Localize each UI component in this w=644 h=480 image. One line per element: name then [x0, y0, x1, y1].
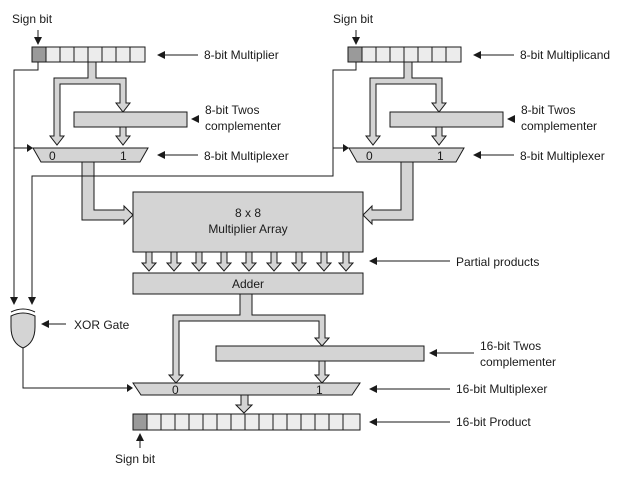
mux16-output-bus — [234, 394, 254, 414]
mux16-in0: 0 — [172, 383, 179, 397]
partial-product-arrows — [140, 251, 355, 272]
mux-right-in1: 1 — [437, 149, 444, 163]
product-register — [132, 413, 361, 431]
array-label-2: Multiplier Array — [208, 222, 287, 236]
sign-wire-right-xor — [28, 148, 334, 305]
multiplicand-sign-cell — [347, 46, 363, 63]
twos-complementer-16 — [215, 345, 425, 362]
mux-left-in0: 0 — [49, 149, 56, 163]
mux-right-in0: 0 — [366, 149, 373, 163]
twos-left-label-2: complementer — [205, 119, 281, 133]
mux-right-label: 8-bit Multiplexer — [520, 149, 605, 163]
multiplier-array — [132, 191, 364, 253]
multiplier-label: 8-bit Multiplier — [204, 48, 279, 62]
sign-bit-label-right: Sign bit — [333, 12, 374, 26]
xor-label: XOR Gate — [74, 318, 130, 332]
twos16-output-bus — [313, 360, 331, 384]
twos-right-output-bus — [430, 126, 448, 146]
mux-left-output-bus — [81, 161, 134, 226]
xor-output-wire — [22, 348, 127, 389]
multiplicand-bus — [364, 61, 448, 146]
sign-wire-right-select — [332, 62, 357, 149]
multiplier-sign-cell — [31, 46, 47, 63]
multiplexer-16 — [132, 382, 361, 396]
sign-bit-label-left: Sign bit — [12, 12, 53, 26]
partial-products-label: Partial products — [456, 255, 539, 269]
adder-output-bus — [167, 293, 331, 384]
mux-left-in1: 1 — [120, 149, 127, 163]
multiplicand-label: 8-bit Multiplicand — [520, 48, 610, 62]
sign-wire-left-select — [13, 62, 39, 149]
twos-right-label-2: complementer — [521, 119, 597, 133]
twos16-label-1: 16-bit Twos — [480, 339, 541, 353]
product-label: 16-bit Product — [456, 415, 531, 429]
mux16-in1: 1 — [316, 383, 323, 397]
multiplier-register — [31, 46, 146, 63]
array-label-1: 8 x 8 — [235, 206, 261, 220]
multiplier-bus — [48, 61, 132, 146]
mux-left-label: 8-bit Multiplexer — [204, 149, 289, 163]
multiplexer-right — [348, 147, 465, 163]
twos-complementer-left — [73, 111, 188, 128]
twos-left-label-1: 8-bit Twos — [205, 103, 259, 117]
adder-label: Adder — [232, 277, 264, 291]
twos-left-output-bus — [114, 126, 132, 146]
multiplexer-left — [32, 147, 149, 163]
xor-gate — [10, 312, 36, 349]
twos-right-label-1: 8-bit Twos — [521, 103, 575, 117]
product-sign-cell — [132, 413, 148, 431]
multiplicand-register — [347, 46, 462, 63]
xor-gate-input-curve — [10, 308, 36, 313]
mux16-label: 16-bit Multiplexer — [456, 382, 547, 396]
sign-bit-label-bottom: Sign bit — [115, 452, 156, 466]
twos16-label-2: complementer — [480, 355, 556, 369]
twos-complementer-right — [389, 111, 504, 128]
mux-right-output-bus — [362, 161, 414, 226]
